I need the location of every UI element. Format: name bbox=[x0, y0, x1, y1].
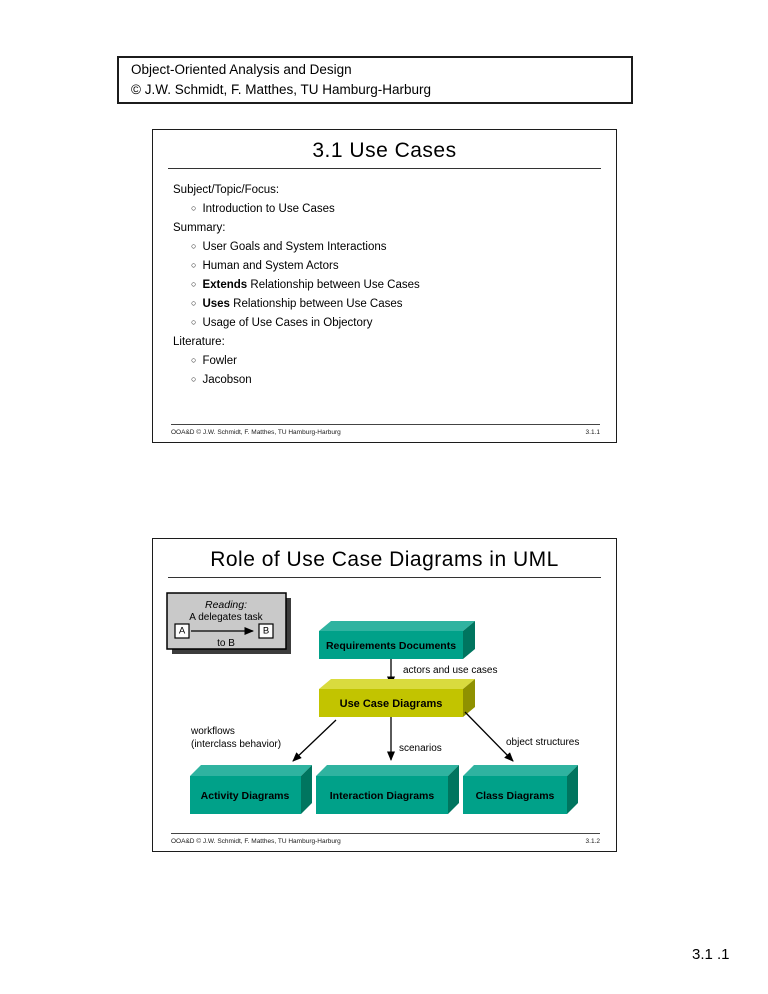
title-rule bbox=[168, 168, 601, 169]
bullet-item: ○Human and System Actors bbox=[191, 260, 339, 272]
bullet-item: ○Introduction to Use Cases bbox=[191, 203, 335, 215]
slide1-content: Subject/Topic/Focus: ○Introduction to Us… bbox=[153, 169, 616, 386]
slide1-title: 3.1 Use Cases bbox=[312, 139, 457, 162]
title-rule bbox=[168, 577, 601, 578]
node-label: Interaction Diagrams bbox=[330, 790, 435, 802]
circle-bullet-icon: ○ bbox=[191, 279, 197, 289]
slide2-footer: OOA&D © J.W. Schmidt, F. Matthes, TU Ham… bbox=[171, 833, 600, 845]
node-requirements-documents: Requirements Documents bbox=[319, 621, 475, 659]
node-class-diagrams: Class Diagrams bbox=[463, 765, 578, 814]
box-front-face bbox=[319, 689, 463, 717]
circle-bullet-icon: ○ bbox=[191, 374, 197, 384]
page-number: 3.1 .1 bbox=[692, 946, 730, 963]
edge-usecase-to-activity bbox=[292, 719, 337, 762]
slide2-title: Role of Use Case Diagrams in UML bbox=[210, 548, 559, 571]
box-top-face bbox=[319, 679, 475, 689]
footer-slide-number: 3.1.2 bbox=[585, 838, 600, 845]
circle-bullet-icon: ○ bbox=[191, 241, 197, 251]
node-activity-diagrams: Activity Diagrams bbox=[190, 765, 312, 814]
heading-subject: Subject/Topic/Focus: bbox=[173, 184, 280, 196]
box-side-face bbox=[301, 765, 312, 814]
box-top-face bbox=[190, 765, 312, 776]
legend-line1: A delegates task bbox=[189, 612, 263, 623]
heading-summary: Summary: bbox=[173, 222, 226, 234]
bullet-item: ○Jacobson bbox=[191, 374, 252, 386]
heading-literature: Literature: bbox=[173, 336, 225, 348]
slide-use-cases: 3.1 Use Cases Subject/Topic/Focus: ○Intr… bbox=[152, 129, 617, 443]
footer-copyright: OOA&D © J.W. Schmidt, F. Matthes, TU Ham… bbox=[171, 429, 341, 436]
legend-node-b-label: B bbox=[263, 626, 269, 637]
bullet-item: ○Fowler bbox=[191, 355, 237, 367]
circle-bullet-icon: ○ bbox=[191, 355, 197, 365]
edge-label-scenarios: scenarios bbox=[399, 743, 442, 754]
node-label: Activity Diagrams bbox=[201, 790, 290, 802]
course-authors: © J.W. Schmidt, F. Matthes, TU Hamburg-H… bbox=[131, 82, 432, 97]
box-top-face bbox=[319, 621, 475, 631]
circle-bullet-icon: ○ bbox=[191, 260, 197, 270]
box-top-face bbox=[316, 765, 459, 776]
footer-slide-number: 3.1.1 bbox=[585, 429, 600, 436]
slide1-footer: OOA&D © J.W. Schmidt, F. Matthes, TU Ham… bbox=[171, 424, 600, 436]
box-side-face bbox=[463, 679, 475, 717]
edge-usecase-to-class bbox=[464, 711, 514, 762]
box-side-face bbox=[448, 765, 459, 814]
box-side-face bbox=[567, 765, 578, 814]
bullet-item: ○User Goals and System Interactions bbox=[191, 241, 387, 253]
node-label: Use Case Diagrams bbox=[340, 698, 443, 710]
circle-bullet-icon: ○ bbox=[191, 203, 197, 213]
footer-copyright: OOA&D © J.W. Schmidt, F. Matthes, TU Ham… bbox=[171, 838, 341, 845]
bullet-item: ○Uses Relationship between Use Cases bbox=[191, 298, 403, 310]
edge-label-workflows-line1: workflows bbox=[190, 726, 235, 737]
legend-node-a bbox=[174, 623, 190, 639]
slide-uml-roles: Role of Use Case Diagrams in UML Reading… bbox=[152, 538, 617, 852]
box-front-face bbox=[190, 776, 301, 814]
node-label: Requirements Documents bbox=[326, 640, 456, 652]
course-title: Object-Oriented Analysis and Design bbox=[131, 61, 352, 77]
box-side-face bbox=[463, 621, 475, 659]
box-front-face bbox=[463, 776, 567, 814]
legend-node-b bbox=[258, 623, 274, 639]
node-label: Class Diagrams bbox=[476, 790, 555, 802]
node-interaction-diagrams: Interaction Diagrams bbox=[316, 765, 459, 814]
circle-bullet-icon: ○ bbox=[191, 317, 197, 327]
reading-legend: Reading: A delegates task A B to B bbox=[166, 592, 291, 654]
uml-roles-diagram: Reading: A delegates task A B to B Requi… bbox=[166, 592, 579, 814]
edge-label-actors: actors and use cases bbox=[403, 665, 498, 676]
legend-title: Reading: bbox=[205, 599, 247, 611]
bullet-item: ○Usage of Use Cases in Objectory bbox=[191, 317, 373, 329]
box-top-face bbox=[463, 765, 578, 776]
circle-bullet-icon: ○ bbox=[191, 298, 197, 308]
box-front-face bbox=[319, 631, 463, 659]
legend-box bbox=[166, 592, 287, 650]
legend-line2: to B bbox=[217, 638, 235, 649]
edge-label-workflows-line2: (interclass behavior) bbox=[191, 739, 281, 750]
legend-node-a-label: A bbox=[179, 626, 186, 637]
box-front-face bbox=[316, 776, 448, 814]
bullet-item: ○Extends Relationship between Use Cases bbox=[191, 279, 420, 291]
node-use-case-diagrams: Use Case Diagrams bbox=[319, 679, 475, 717]
edge-label-object-structures: object structures bbox=[506, 737, 579, 748]
course-header-box: Object-Oriented Analysis and Design © J.… bbox=[117, 56, 633, 104]
